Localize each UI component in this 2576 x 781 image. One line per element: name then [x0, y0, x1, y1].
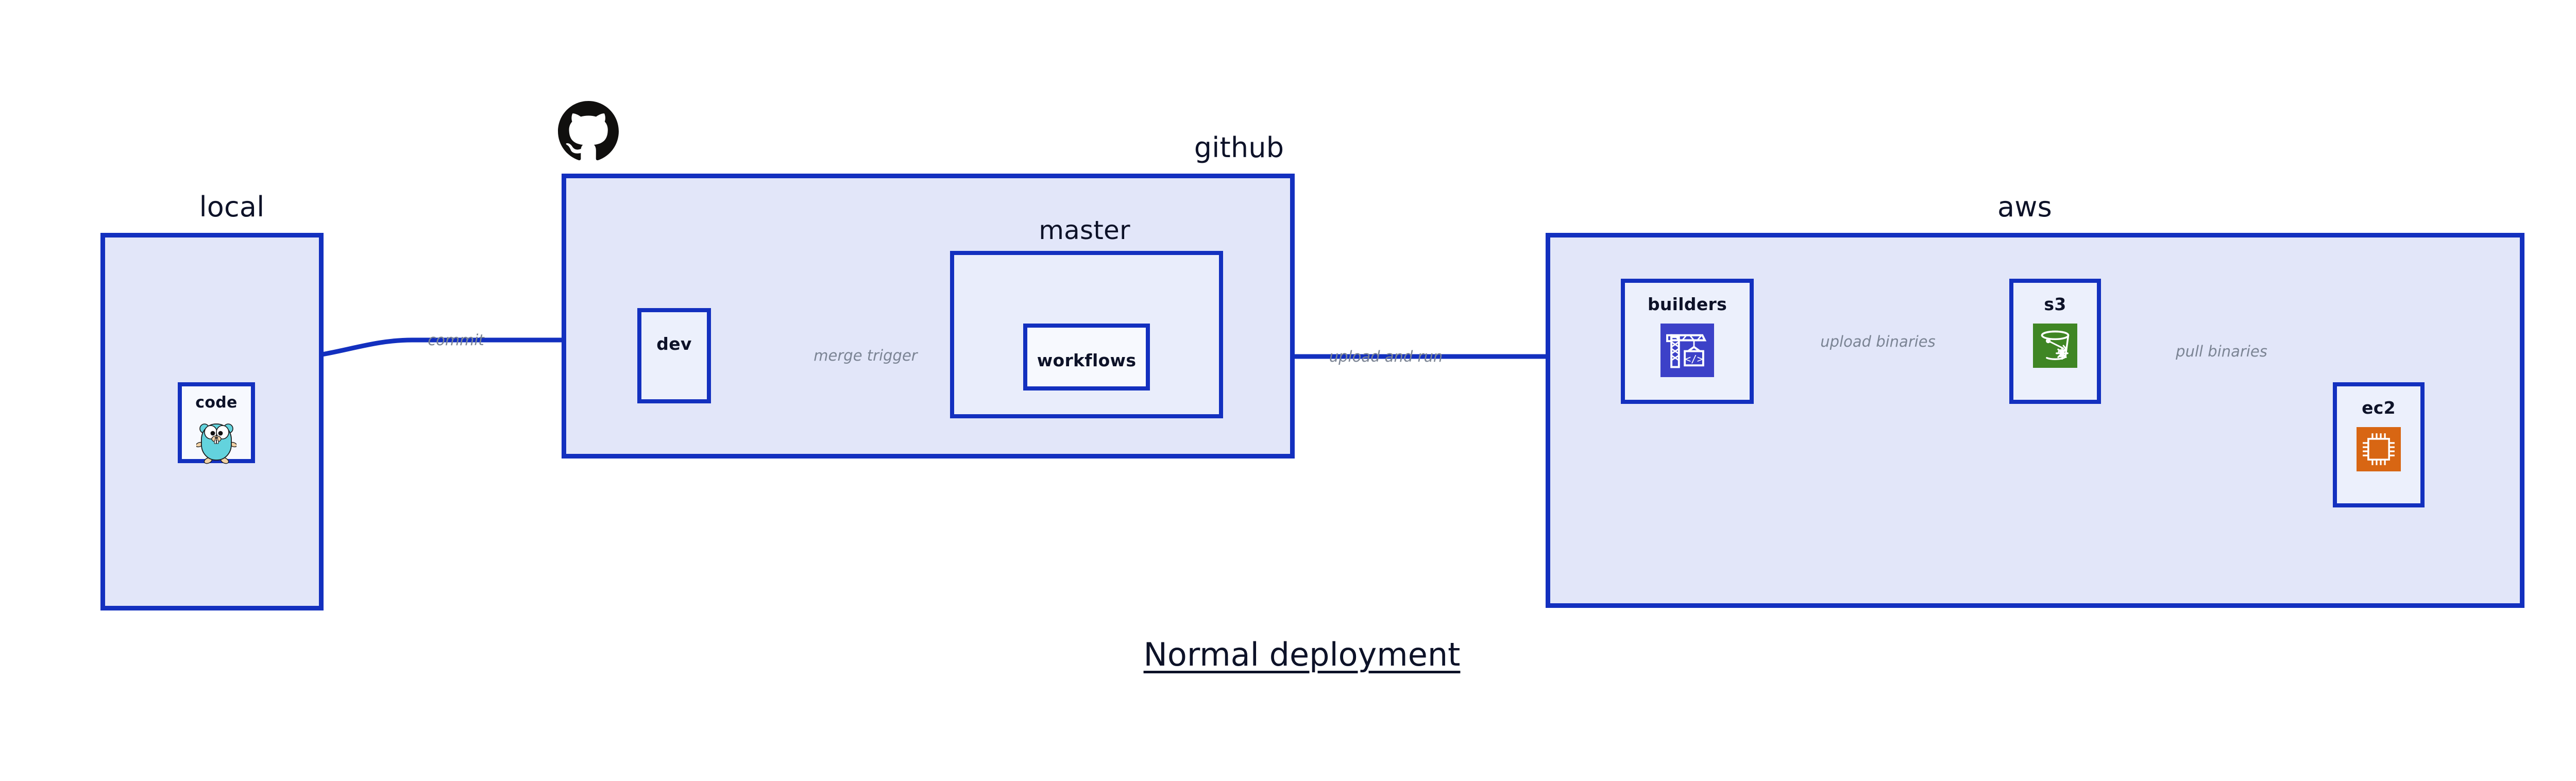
node-builders[interactable]: builders <	[1621, 279, 1754, 404]
edge-label-upload-binaries: upload binaries	[1820, 333, 1936, 350]
aws-codebuild-icon: </>	[1660, 324, 1714, 379]
edge-label-pull-binaries: pull binaries	[2176, 343, 2267, 360]
node-label-workflows: workflows	[1037, 350, 1137, 370]
group-label-local: local	[199, 191, 265, 223]
aws-s3-bucket-icon	[2033, 324, 2077, 370]
edge-label-upload-and-run: upload and run	[1329, 348, 1443, 365]
node-label-s3: s3	[2044, 294, 2066, 314]
edge-label-merge-trigger: merge trigger	[814, 347, 918, 364]
diagram-title: Normal deployment	[1143, 636, 1461, 673]
group-label-master: master	[1039, 215, 1130, 245]
svg-text:</>: </>	[1685, 353, 1703, 365]
node-label-dev: dev	[656, 334, 692, 354]
node-label-code: code	[195, 394, 238, 412]
node-workflows[interactable]: workflows	[1023, 324, 1150, 390]
node-label-ec2: ec2	[2362, 398, 2396, 418]
edge-label-commit: commit	[428, 331, 484, 349]
group-label-github: github	[1194, 131, 1284, 164]
group-label-aws: aws	[1997, 191, 2052, 223]
go-gopher-icon	[195, 421, 238, 466]
node-code[interactable]: code	[178, 382, 255, 466]
node-s3[interactable]: s3	[2009, 279, 2101, 404]
node-label-builders: builders	[1647, 294, 1727, 314]
github-octocat-logo	[557, 101, 619, 164]
node-dev[interactable]: dev	[637, 308, 711, 403]
aws-ec2-chip-icon	[2357, 427, 2401, 473]
node-ec2[interactable]: ec2	[2333, 382, 2425, 507]
